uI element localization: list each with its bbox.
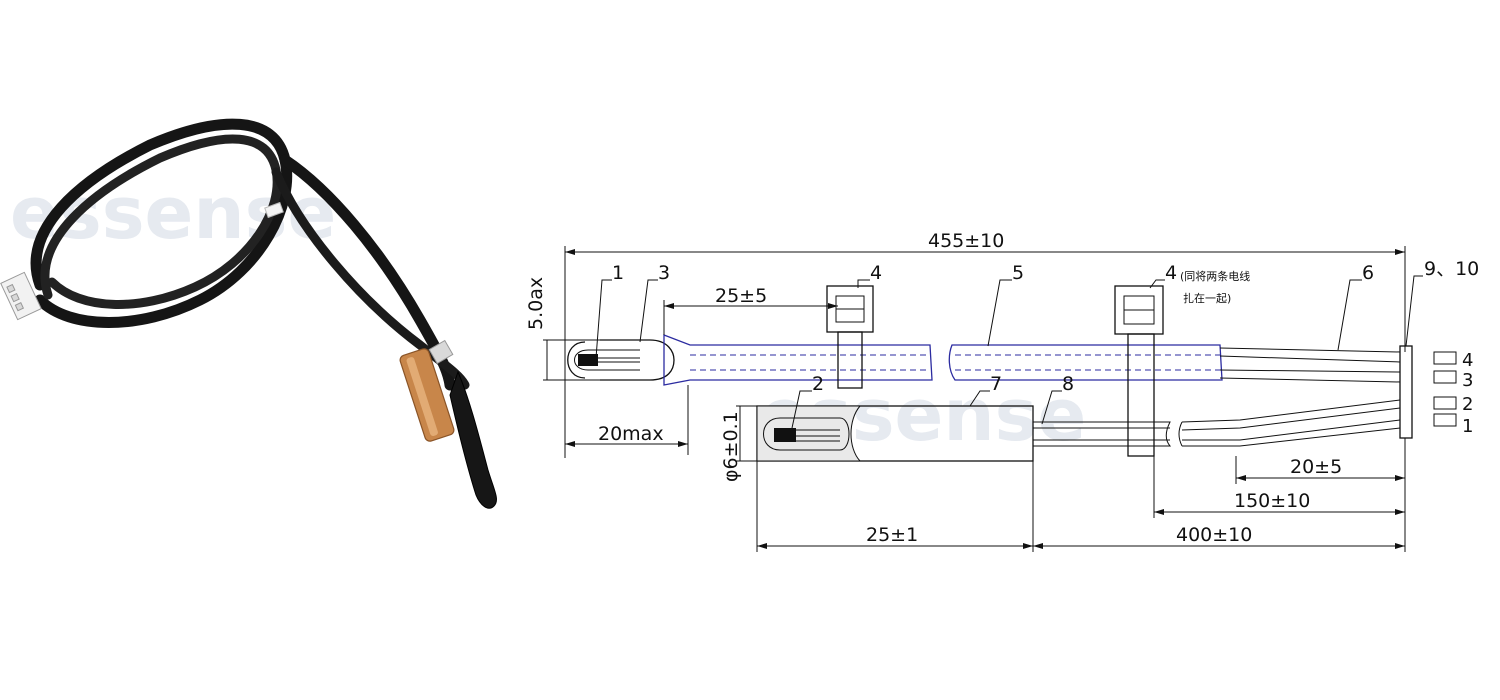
pin-label-1: 1 xyxy=(1462,416,1473,437)
dim-tie-offset: 25±5 xyxy=(663,285,838,335)
bulb-probe-photo xyxy=(449,370,497,509)
callout-8: 8 xyxy=(1062,373,1074,395)
callout-6: 6 xyxy=(1362,262,1374,284)
cable-tie-left xyxy=(826,285,874,389)
callout-4-note-line2: 扎在一起) xyxy=(1183,291,1231,305)
dim-tube-length-label: 25±1 xyxy=(866,524,918,546)
dim-head-diameter: 5.0ax xyxy=(525,277,600,381)
pin-label-4: 4 xyxy=(1462,350,1473,371)
dim-tube-diameter: φ6±0.1 xyxy=(720,405,757,482)
dim-overall-label: 455±10 xyxy=(928,230,1004,252)
cable-tie-right xyxy=(1114,285,1164,457)
callout-2: 2 xyxy=(812,373,824,395)
callout-3: 3 xyxy=(658,262,670,284)
sensor-photo: essense xyxy=(0,118,497,509)
dim-right: 20±5 150±10 xyxy=(1153,456,1405,518)
technical-drawing: essense 455±10 5.0ax xyxy=(525,230,1479,552)
dim-head-length-label: 20max xyxy=(598,423,664,445)
thermistor-chip-2 xyxy=(774,428,796,442)
dim-bottom: 25±1 400±10 xyxy=(756,438,1406,552)
dim-head-diameter-label: 5.0ax xyxy=(525,277,547,330)
lower-tube-sensor xyxy=(756,405,1034,462)
photo-clip xyxy=(428,339,454,365)
callout-7: 7 xyxy=(990,373,1002,395)
dim-tie-to-end-label: 150±10 xyxy=(1234,490,1310,512)
pin-3-box xyxy=(1433,370,1457,384)
connector: 4 3 2 1 xyxy=(1399,345,1473,439)
cable-tie-photo xyxy=(264,201,284,219)
dim-tube-diameter-label: φ6±0.1 xyxy=(720,411,742,482)
upper-sensor-head xyxy=(567,339,675,381)
callout-leaders: 1 3 4 5 4 (同将两条电线 扎在一起) 6 9、10 2 7 8 xyxy=(595,258,1479,429)
thermistor-chip-1 xyxy=(578,354,598,366)
pin-1-box xyxy=(1433,413,1457,427)
copper-highlight xyxy=(406,357,438,436)
callout-4-right: 4 xyxy=(1165,262,1177,284)
callout-4-note-line1: (同将两条电线 xyxy=(1180,269,1250,283)
callout-5: 5 xyxy=(1012,262,1024,284)
upper-cable xyxy=(663,334,1401,386)
dim-tie-offset-label: 25±5 xyxy=(715,285,767,307)
pin-4-box xyxy=(1433,351,1457,365)
pin-2-box xyxy=(1433,396,1457,410)
dim-lead-length-label: 400±10 xyxy=(1176,524,1252,546)
cable-to-probe-b xyxy=(271,167,470,390)
pin-label-3: 3 xyxy=(1462,370,1473,391)
photo-connector xyxy=(0,271,42,321)
dim-head-length: 20max xyxy=(565,385,689,455)
callout-4-left: 4 xyxy=(870,262,882,284)
dim-overall: 455±10 xyxy=(564,230,1406,458)
callout-9-10: 9、10 xyxy=(1424,258,1479,280)
dim-strip-length-label: 20±5 xyxy=(1290,456,1342,478)
callout-1: 1 xyxy=(612,262,624,284)
lower-cable xyxy=(1033,399,1401,447)
pin-label-2: 2 xyxy=(1462,394,1473,415)
